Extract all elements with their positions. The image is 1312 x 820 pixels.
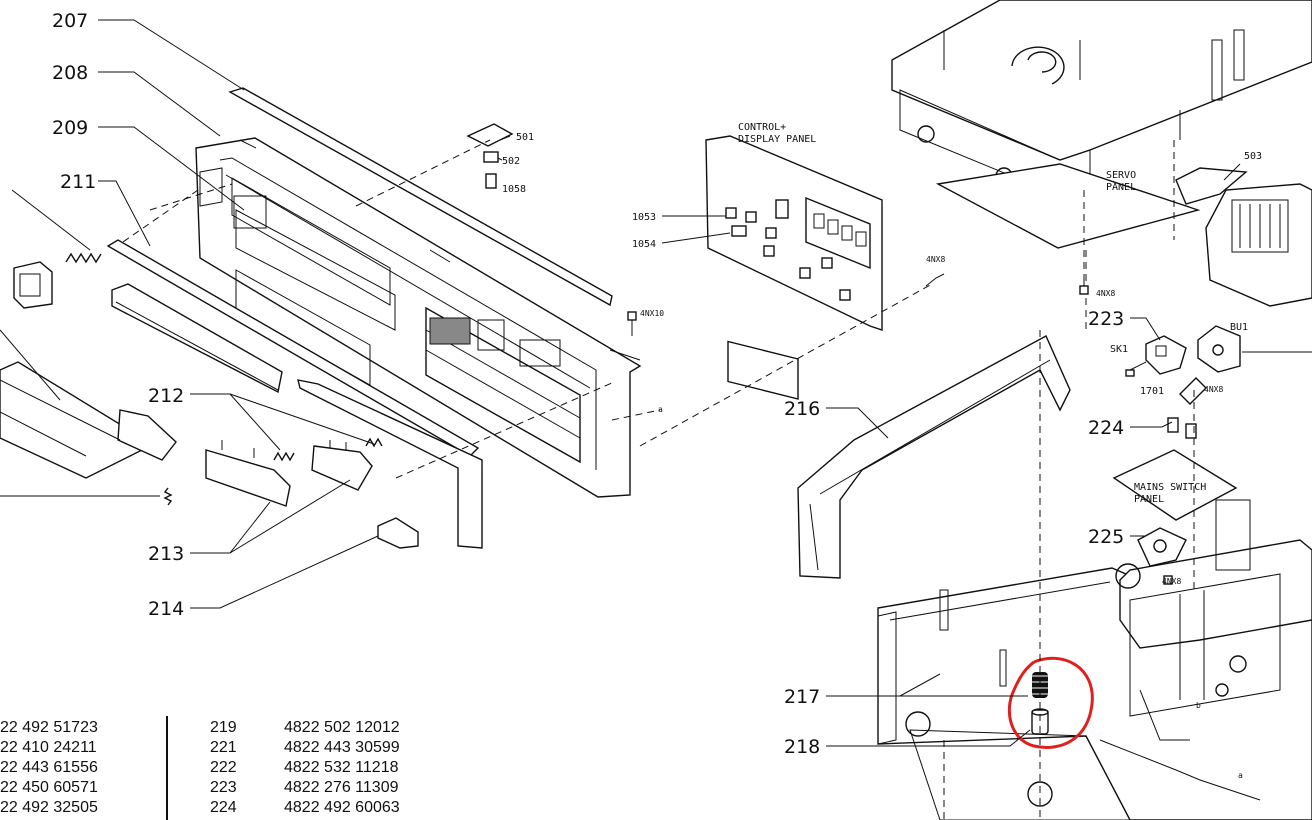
window-209 (231, 177, 391, 306)
cd-loader (891, 0, 1312, 197)
table-cell-code: 4822 502 12012 (284, 719, 400, 736)
label-control-panel-1: CONTROL+ (738, 122, 786, 133)
table-cell-code: 4822 276 11309 (284, 779, 399, 796)
left-button (13, 261, 53, 309)
label-503: 503 (1244, 151, 1262, 162)
socket-bu1 (1197, 325, 1241, 373)
spring-small-left (163, 487, 173, 506)
callout-207: 207 (52, 10, 88, 32)
label-a-1: a (658, 405, 663, 414)
label-1701: 1701 (1140, 386, 1164, 397)
mains-switch-panel (1112, 449, 1238, 521)
servo-panel (935, 163, 1201, 249)
table-row: 22 450 60571 (0, 779, 98, 796)
table-row: 22 443 61556 (0, 759, 98, 776)
table-cell-pos: 222 (210, 759, 237, 776)
front-frame-208 (195, 137, 642, 498)
top-strip-207 (228, 87, 613, 307)
buttons-213 (205, 440, 373, 507)
label-bu1: BU1 (1230, 322, 1248, 333)
part-502 (483, 151, 499, 163)
table-cell-pos: 221 (210, 739, 237, 756)
display-window-bezel (111, 283, 283, 394)
callout-214: 214 (148, 598, 184, 620)
assembly-lines (119, 139, 1195, 820)
switch-225 (1137, 527, 1187, 567)
clips-224 (1167, 417, 1197, 439)
callout-209: 209 (52, 117, 88, 139)
screw-4nx10 (627, 311, 637, 336)
bottom-chassis (877, 499, 1312, 820)
callout-216: 216 (784, 398, 820, 420)
label-4nx8-b: 4NX8 (1096, 289, 1115, 298)
label-1058: 1058 (502, 184, 526, 195)
table-row: 22 410 24211 (0, 739, 97, 756)
callout-225: 225 (1088, 526, 1124, 548)
table-divider (166, 716, 168, 820)
clip-214 (377, 517, 419, 549)
table-cell-code: 4822 532 11218 (284, 759, 399, 776)
parts-col-code: 4822 502 12012 4822 443 30599 4822 532 1… (284, 718, 400, 818)
table-row: 22 492 51723 (0, 719, 98, 736)
callout-217: 217 (784, 686, 820, 708)
screws-right (1079, 276, 1173, 585)
label-sk1: SK1 (1110, 344, 1128, 355)
callout-223: 223 (1088, 308, 1124, 330)
label-4nx8-d: 4NX8 (1162, 577, 1181, 586)
label-4nx10: 4NX10 (640, 309, 664, 318)
label-4nx8-c: 4NX8 (1204, 385, 1223, 394)
fuse-1701 (1179, 377, 1207, 405)
callout-218: 218 (784, 736, 820, 758)
parts-col-pos: 219 221 222 223 224 (210, 718, 237, 818)
screw-4nx8-control (925, 273, 945, 287)
connector-223 (1145, 335, 1187, 375)
label-502: 502 (502, 156, 520, 167)
label-501: 501 (516, 132, 534, 143)
callout-208: 208 (52, 62, 88, 84)
callout-224: 224 (1088, 417, 1124, 439)
spring-left (65, 252, 102, 264)
label-a-2: a (1238, 771, 1243, 780)
callout-213: 213 (148, 543, 184, 565)
label-mains-1: MAINS SWITCH (1134, 482, 1206, 493)
table-row: 22 492 32505 (0, 799, 98, 816)
label-1054: 1054 (632, 239, 656, 250)
parts-col-left: 22 492 51723 22 410 24211 22 443 61556 2… (0, 718, 98, 818)
trim-strip-211 (106, 239, 480, 457)
table-cell-code: 4822 443 30599 (284, 739, 400, 756)
highlight-circle (1007, 656, 1094, 749)
part-501 (466, 123, 514, 147)
table-cell-code: 4822 492 60063 (284, 799, 400, 816)
transformer-503 (1175, 167, 1312, 307)
label-1053: 1053 (632, 212, 656, 223)
lower-fascia (297, 379, 483, 549)
label-control-panel-2: DISPLAY PANEL (738, 134, 816, 145)
springs-212 (273, 437, 383, 462)
control-display-panel (705, 135, 883, 400)
tray-front (0, 361, 177, 479)
table-cell-pos: 219 (210, 719, 237, 736)
label-mains-2: PANEL (1134, 494, 1164, 505)
parts-list-table: 22 492 51723 22 410 24211 22 443 61556 2… (0, 716, 440, 820)
label-servo-2: PANEL (1106, 182, 1136, 193)
label-servo-1: SERVO (1106, 170, 1136, 181)
table-cell-pos: 223 (210, 779, 237, 796)
label-4nx8-a: 4NX8 (926, 255, 945, 264)
callout-211: 211 (60, 171, 96, 193)
leader-lines (0, 19, 1312, 747)
part-1058 (485, 173, 497, 189)
label-b-1: b (1196, 701, 1201, 710)
table-cell-pos: 224 (210, 799, 237, 816)
bracket-216 (797, 335, 1071, 579)
callout-212: 212 (148, 385, 184, 407)
